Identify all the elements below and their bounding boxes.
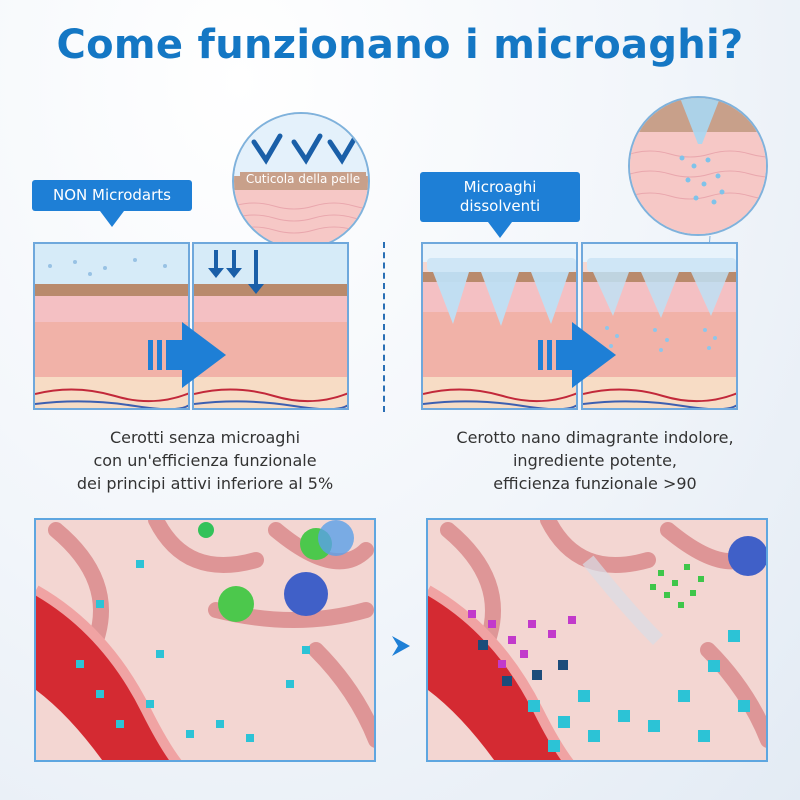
dissolving-label-line-1: Microaghi [463, 178, 537, 196]
right-caption-line-2: ingrediente potente, [512, 451, 677, 470]
skin-panel-right-2 [581, 242, 738, 410]
down-arrows-icon [208, 250, 264, 294]
blood-vessel-illustration-right [426, 518, 768, 762]
right-caption-line-1: Cerotto nano dimagrante indolore, [456, 428, 734, 447]
bounce-arrows-icon [251, 133, 359, 165]
section-divider [383, 242, 385, 412]
skin-panel-left-2 [192, 242, 349, 410]
needle-zoom [628, 96, 768, 236]
dissolving-microneedles-label: Microaghi dissolventi [420, 172, 580, 238]
skin-panel-left-1 [33, 242, 190, 410]
right-caption-line-3: efficienza funzionale >90 [493, 474, 697, 493]
page-title: Come funzionano i microaghi? [56, 22, 744, 68]
right-caption: Cerotto nano dimagrante indolore, ingred… [410, 426, 780, 495]
left-caption-line-2: con un'efficienza funzionale [93, 451, 317, 470]
left-caption-line-3: dei principi attivi inferiore al 5% [76, 474, 334, 493]
blood-vessel-illustration-left [34, 518, 376, 762]
left-caption-line-1: Cerotti senza microaghi [109, 428, 301, 447]
transition-arrow-icon [148, 322, 226, 388]
dissolving-label-line-2: dissolventi [459, 197, 541, 215]
cuticle-label: Cuticola della pelle [240, 172, 366, 186]
non-microdarts-label: NON Microdarts [32, 180, 192, 227]
non-microdarts-label-text: NON Microdarts [53, 186, 171, 204]
chevron-right-icon [392, 636, 410, 656]
transition-arrow-right-icon [538, 322, 616, 388]
left-caption: Cerotti senza microaghi con un'efficienz… [40, 426, 370, 495]
skin-cuticle-zoom: Cuticola della pelle [232, 112, 370, 250]
